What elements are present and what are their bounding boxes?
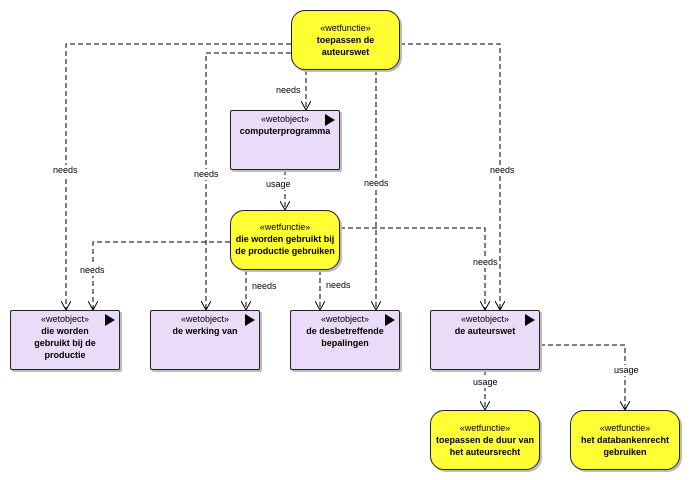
node-title-line: het auteursrecht (449, 447, 521, 457)
edge-needs-top-to-auteurswet (400, 43, 500, 310)
node-title-line: productie (44, 350, 86, 360)
node-computerprogramma[interactable]: «wetobject» computerprogramma (230, 110, 340, 170)
node-title-line: die worden (41, 326, 89, 336)
node-de-werking-van[interactable]: «wetobject» de werking van (150, 310, 260, 370)
stereotype-label: «wetobject» (180, 314, 230, 324)
stereotype-label: «wetobject» (460, 314, 510, 324)
edge-label-needs-left: needs (52, 165, 79, 176)
edge-label-needs-func-werking: needs (251, 281, 278, 292)
node-title-line: de productie gebruiken (235, 246, 335, 256)
edge-label-needs-werking: needs (193, 169, 220, 180)
stereotype-label: «wetobject» (320, 314, 370, 324)
edge-label-usage-duur: usage (472, 377, 499, 388)
edge-needs-top-to-productie-obj (66, 43, 291, 310)
edge-needs-top-to-werking (206, 52, 291, 310)
edge-label-needs-productie-obj: needs (79, 265, 106, 276)
node-title-line: de desbetreffende (306, 326, 384, 336)
edge-label-needs-bepalingen: needs (363, 178, 390, 189)
stereotype-label: «wetfunctie» (459, 423, 511, 433)
element-flag-icon (105, 314, 115, 326)
node-title-line: gebruikt bij de (34, 338, 96, 348)
stereotype-label: «wetobject» (40, 314, 90, 324)
edge-label-usage-databankenrecht: usage (613, 365, 640, 376)
node-title-line: gebruiken (603, 447, 647, 457)
node-title-line: de auteurswet (454, 326, 516, 336)
node-die-worden-gebruikt-bij-de-productie[interactable]: «wetobject» die worden gebruikt bij de p… (10, 310, 120, 370)
element-flag-icon (245, 314, 255, 326)
node-title-line: toepassen de (316, 35, 375, 45)
edge-usage-auteurswet-to-databankenrecht (540, 344, 625, 410)
element-flag-icon (325, 114, 335, 126)
node-title-line: het databankenrecht (580, 435, 670, 445)
element-flag-icon (525, 314, 535, 326)
edge-label-usage-computerprogramma: usage (265, 179, 292, 190)
edge-label-needs-func-auteurswet: needs (472, 257, 499, 268)
node-title-line: die worden gebruikt bij (235, 234, 335, 244)
stereotype-label: «wetobject» (260, 114, 310, 124)
node-het-databankenrecht-gebruiken[interactable]: «wetfunctie» het databankenrecht gebruik… (570, 410, 680, 470)
element-flag-icon (385, 314, 395, 326)
node-title-line: computerprogramma (239, 126, 331, 136)
stereotype-label: «wetfunctie» (599, 423, 651, 433)
edge-label-needs-auteurswet-top: needs (489, 165, 516, 176)
node-die-worden-gebruikt-bij-de-productie-gebruiken[interactable]: «wetfunctie» die worden gebruikt bij de … (230, 210, 340, 270)
node-toepassen-de-duur-van-het-auteursrecht[interactable]: «wetfunctie» toepassen de duur van het a… (430, 410, 540, 470)
stereotype-label: «wetfunctie» (320, 23, 371, 33)
edge-label-needs-top-computerprogramma: needs (275, 85, 302, 96)
node-title-line: de werking van (172, 326, 238, 336)
node-de-desbetreffende-bepalingen[interactable]: «wetobject» de desbetreffende bepalingen (290, 310, 400, 370)
edge-needs-func-to-auteurswet (340, 227, 485, 310)
edge-needs-func-to-productie-obj (93, 241, 230, 310)
node-de-auteurswet[interactable]: «wetobject» de auteurswet (430, 310, 540, 370)
node-title-line: bepalingen (321, 338, 369, 348)
stereotype-label: «wetfunctie» (259, 222, 311, 232)
node-title-line: toepassen de duur van (435, 435, 535, 445)
node-title-line: auteurswet (321, 47, 370, 57)
edge-label-needs-func-bepalingen: needs (325, 280, 352, 291)
node-toepassen-de-auteurswet[interactable]: «wetfunctie» toepassen de auteurswet (291, 10, 400, 70)
